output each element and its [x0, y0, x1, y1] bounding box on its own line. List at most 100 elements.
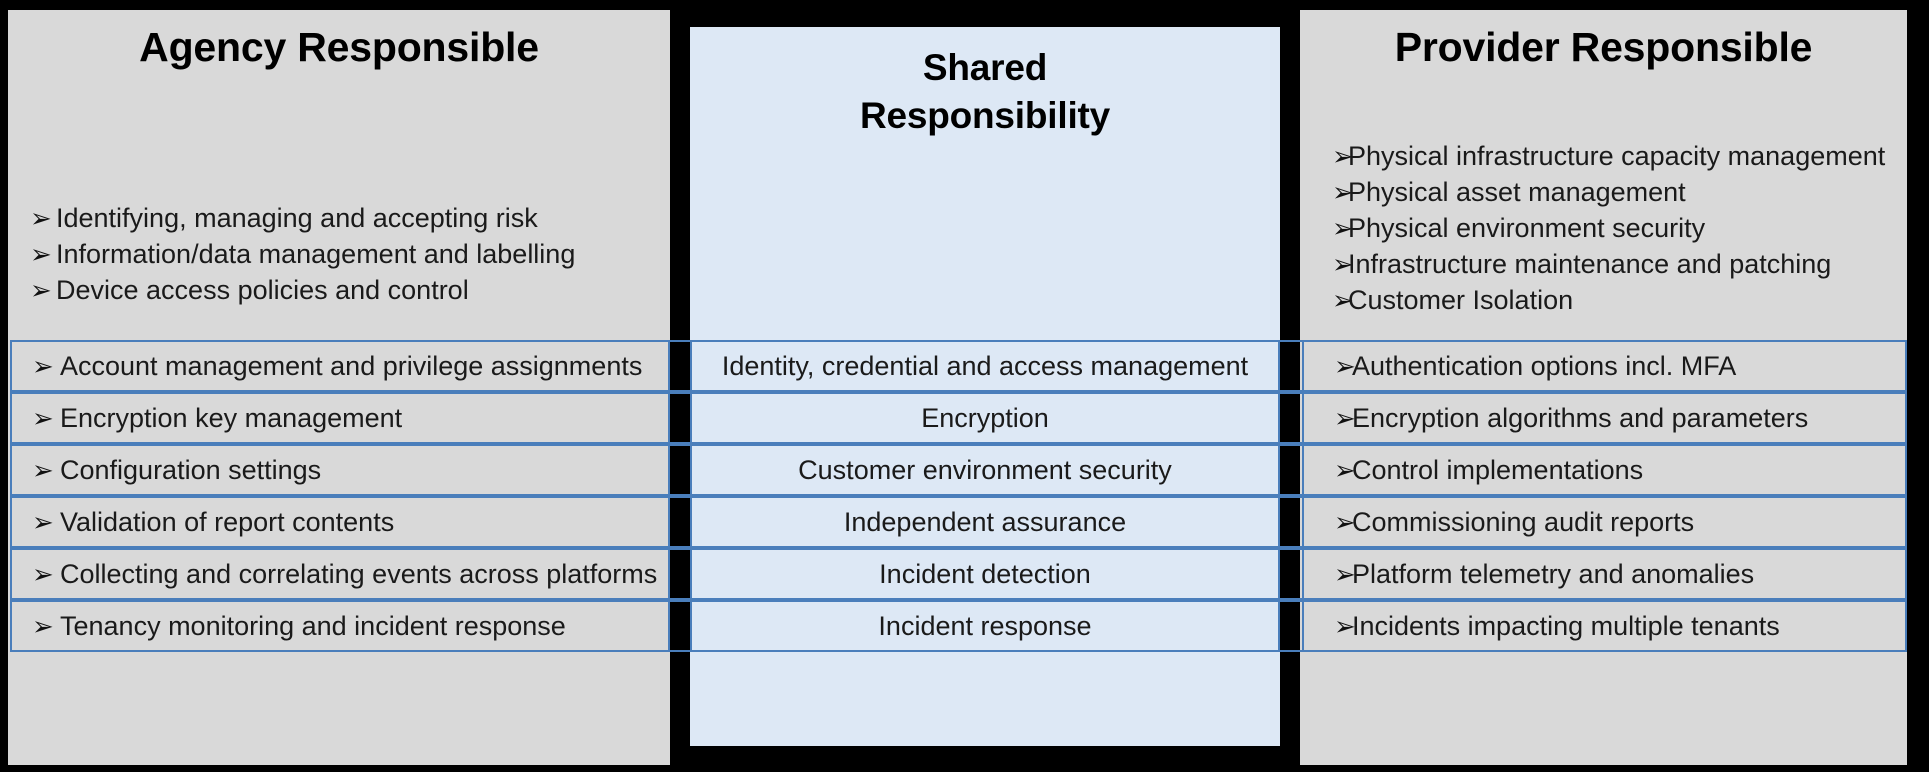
row-rule-connector [1280, 442, 1302, 444]
row-rule-connector [670, 494, 690, 496]
column-title-shared-line-1: Shared [922, 47, 1048, 88]
row-cell-provider: ➢Control implementations [1302, 444, 1907, 496]
row-rule-connector [670, 392, 690, 394]
row-cell-agency-label: Tenancy monitoring and incident response [60, 610, 566, 641]
row-rule-connector [670, 496, 690, 498]
row-cell-agency-label: Configuration settings [60, 454, 322, 485]
row-cell-shared-label: Independent assurance [843, 506, 1127, 537]
row-rule-connector [670, 444, 690, 446]
row-rule-connector [1280, 546, 1302, 548]
row-rule-connector [670, 390, 690, 392]
bullet-arrow-icon: ➢ [1334, 611, 1356, 641]
row-cell-shared: Customer environment security [690, 444, 1280, 496]
row-cell-provider: ➢Encryption algorithms and parameters [1302, 392, 1907, 444]
row-rule-connector [1280, 392, 1302, 394]
row-rule-connector [670, 340, 690, 342]
row-cell-agency: ➢Validation of report contents [10, 496, 670, 548]
bullet-arrow-icon: ➢ [32, 611, 54, 641]
bullet-arrow-icon: ➢ [30, 239, 52, 269]
row-cell-provider: ➢Platform telemetry and anomalies [1302, 548, 1907, 600]
row-cell-agency-label: Validation of report contents [60, 506, 395, 537]
row-cell-agency: ➢Encryption key management [10, 392, 670, 444]
row-rule-connector [670, 650, 690, 652]
row-rule-connector [670, 442, 690, 444]
bullet-arrow-icon: ➢ [30, 203, 52, 233]
row-cell-provider-label: Encryption algorithms and parameters [1352, 402, 1809, 433]
row-cell-shared: Incident detection [690, 548, 1280, 600]
bullet-arrow-icon: ➢ [1334, 455, 1356, 485]
row-cell-provider-label: Platform telemetry and anomalies [1352, 558, 1755, 589]
row-rule-connector [1280, 444, 1302, 446]
shared-row: ➢Account management and privilege assign… [0, 340, 1929, 392]
list-item-label: Physical environment security [1348, 213, 1706, 243]
column-provider-responsible: Provider Responsible ➢Physical infrastru… [1300, 10, 1907, 765]
row-cell-shared: Incident response [690, 600, 1280, 652]
row-cell-agency: ➢Collecting and correlating events acros… [10, 548, 670, 600]
row-rule-connector [670, 598, 690, 600]
list-item: ➢Information/data management and labelli… [8, 241, 670, 277]
bullet-arrow-icon: ➢ [32, 403, 54, 433]
bullet-arrow-icon: ➢ [1332, 285, 1354, 315]
shared-row: ➢Tenancy monitoring and incident respons… [0, 600, 1929, 652]
row-cell-shared: Identity, credential and access manageme… [690, 340, 1280, 392]
row-cell-provider-label: Incidents impacting multiple tenants [1352, 610, 1780, 641]
row-cell-shared: Encryption [690, 392, 1280, 444]
row-rule-connector [1280, 496, 1302, 498]
column-title-provider: Provider Responsible [1394, 24, 1813, 70]
bullet-arrow-icon: ➢ [1332, 213, 1354, 243]
bullet-arrow-icon: ➢ [32, 559, 54, 589]
bullet-arrow-icon: ➢ [1334, 403, 1356, 433]
row-cell-shared-label: Identity, credential and access manageme… [721, 350, 1249, 381]
row-cell-shared: Independent assurance [690, 496, 1280, 548]
row-rule-connector [1280, 548, 1302, 550]
column-title-shared-line-2: Responsibility [859, 95, 1111, 137]
list-item-label: Infrastructure maintenance and patching [1348, 249, 1832, 279]
bullet-arrow-icon: ➢ [1332, 249, 1354, 279]
row-rule-connector [1280, 340, 1302, 342]
bullet-arrow-icon: ➢ [1334, 507, 1356, 537]
row-cell-shared-label: Incident response [878, 610, 1092, 641]
row-cell-agency-label: Encryption key management [60, 402, 403, 433]
row-cell-agency-label: Account management and privilege assignm… [60, 350, 643, 381]
list-item-label: Identifying, managing and accepting risk [56, 203, 538, 233]
bullet-arrow-icon: ➢ [32, 455, 54, 485]
list-item: ➢Physical environment security [1300, 215, 1907, 251]
list-item-label: Device access policies and control [56, 275, 469, 305]
row-cell-provider-label: Authentication options incl. MFA [1352, 350, 1737, 381]
bullet-arrow-icon: ➢ [1334, 351, 1356, 381]
row-cell-agency: ➢Account management and privilege assign… [10, 340, 670, 392]
row-cell-provider: ➢Authentication options incl. MFA [1302, 340, 1907, 392]
row-cell-agency: ➢Configuration settings [10, 444, 670, 496]
row-rule-connector [1280, 494, 1302, 496]
list-item: ➢Physical asset management [1300, 179, 1907, 215]
row-cell-provider: ➢Commissioning audit reports [1302, 496, 1907, 548]
shared-row: ➢Collecting and correlating events acros… [0, 548, 1929, 600]
list-item: ➢Device access policies and control [8, 277, 670, 313]
row-rule-connector [670, 546, 690, 548]
row-cell-provider: ➢Incidents impacting multiple tenants [1302, 600, 1907, 652]
row-cell-agency: ➢Tenancy monitoring and incident respons… [10, 600, 670, 652]
column-agency-responsible: Agency Responsible ➢Identifying, managin… [8, 10, 670, 765]
list-item: ➢Identifying, managing and accepting ris… [8, 205, 670, 241]
row-rule-connector [670, 600, 690, 602]
row-rule-connector [1280, 600, 1302, 602]
bullet-arrow-icon: ➢ [1332, 177, 1354, 207]
row-rule-connector [1280, 650, 1302, 652]
row-rule-connector [670, 548, 690, 550]
row-cell-shared-label: Customer environment security [798, 454, 1172, 485]
bullet-arrow-icon: ➢ [1334, 559, 1356, 589]
bullet-arrow-icon: ➢ [30, 275, 52, 305]
bullet-arrow-icon: ➢ [32, 351, 54, 381]
provider-only-list: ➢Physical infrastructure capacity manage… [1300, 143, 1907, 323]
list-item-label: Physical infrastructure capacity managem… [1348, 141, 1886, 171]
list-item-label: Information/data management and labellin… [56, 239, 576, 269]
list-item-label: Physical asset management [1348, 177, 1686, 207]
bullet-arrow-icon: ➢ [1332, 141, 1354, 171]
agency-only-list: ➢Identifying, managing and accepting ris… [8, 205, 670, 313]
row-cell-provider-label: Commissioning audit reports [1352, 506, 1695, 537]
